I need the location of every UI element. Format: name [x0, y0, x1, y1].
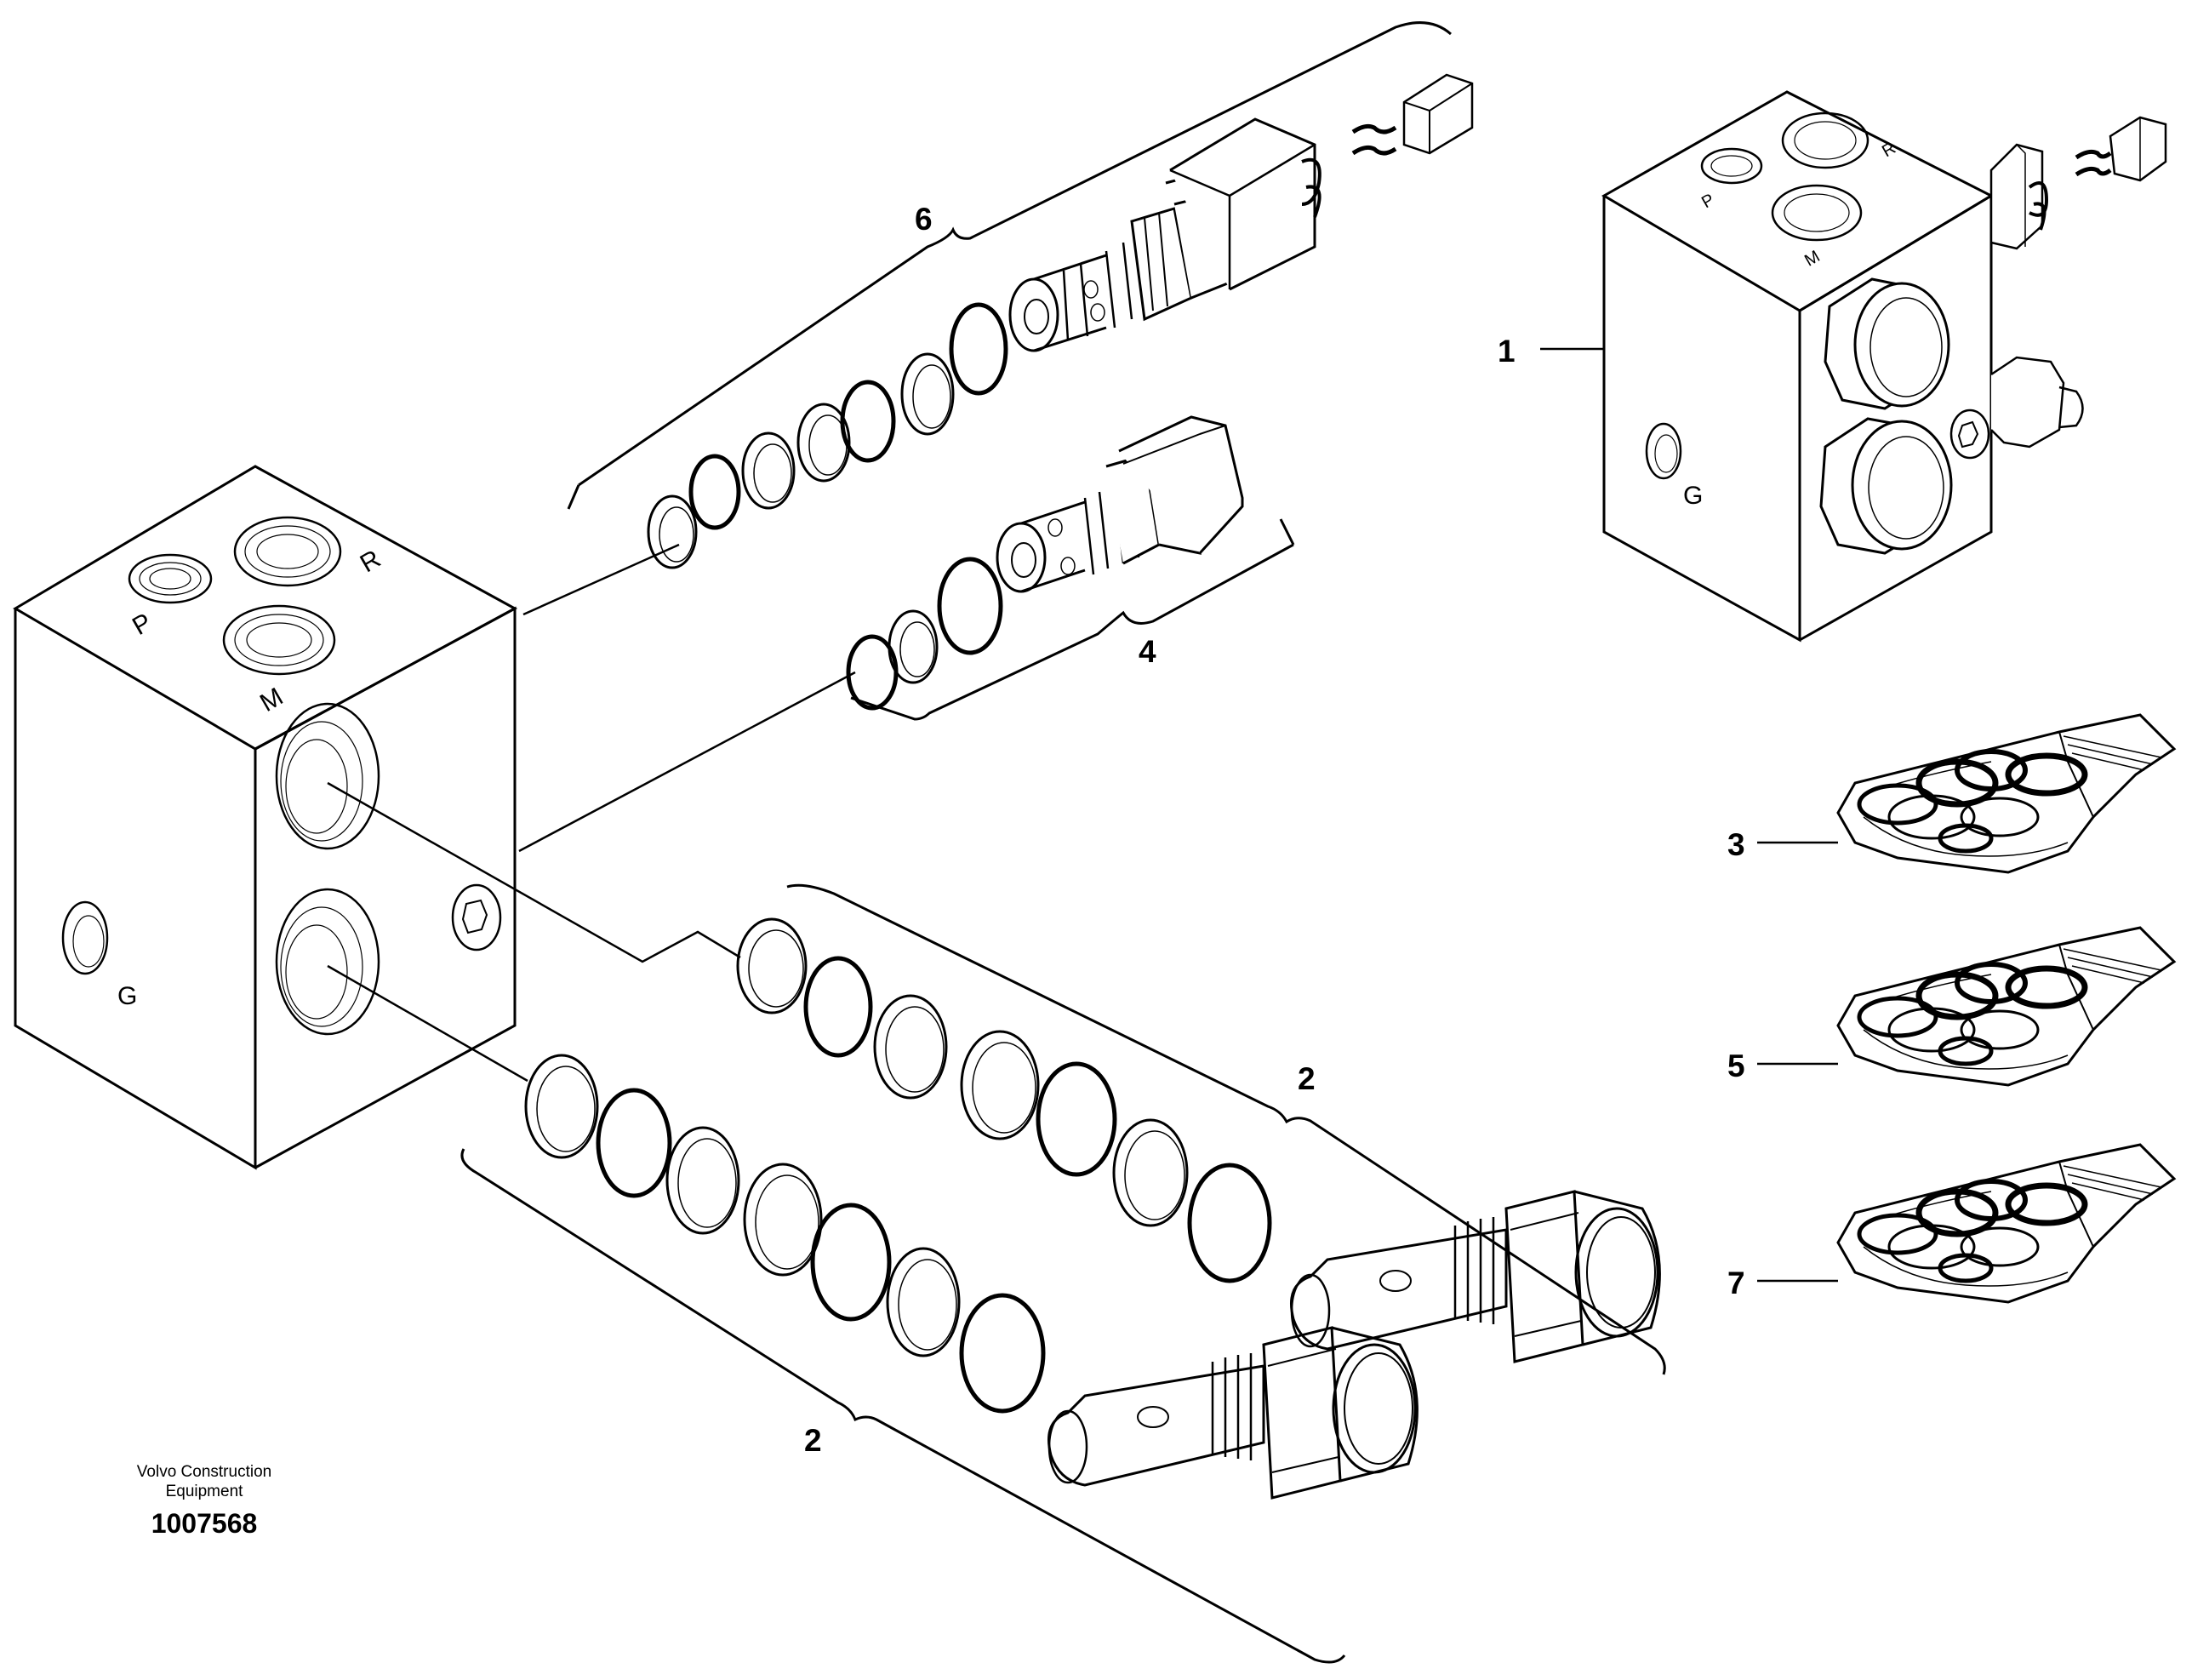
check-valve-plug-lower — [1047, 1326, 1419, 1500]
check-valve-plug-upper — [1290, 1190, 1661, 1363]
pressure-valve-cartridge — [846, 415, 1244, 711]
callout-5: 5 — [1727, 1049, 1745, 1083]
bracket-4 — [850, 518, 1295, 721]
seal-kit-7 — [1838, 1145, 2174, 1302]
callout-7: 7 — [1727, 1266, 1745, 1300]
callout-1: 1 — [1498, 334, 1516, 369]
bracket-6 — [567, 21, 1452, 510]
callout-2-lower: 2 — [804, 1423, 822, 1458]
manufacturer-name-line2: Equipment — [165, 1483, 243, 1500]
bracket-2-lower — [460, 1148, 1346, 1664]
valve-block-assembled — [1601, 90, 2167, 643]
callout-3: 3 — [1727, 827, 1745, 862]
manufacturer-name-line1: Volvo Construction — [136, 1463, 272, 1481]
solenoid-valve-cartridge — [647, 73, 1474, 569]
callout-4: 4 — [1139, 634, 1156, 669]
assembled-port-label-g: G — [1683, 482, 1703, 510]
seal-set-upper — [736, 917, 1272, 1283]
seal-set-lower — [524, 1054, 1046, 1414]
callout-2-upper: 2 — [1298, 1061, 1316, 1096]
manufacturer-block: Volvo Construction Equipment 1007568 — [94, 1462, 315, 1540]
valve-block-main — [13, 465, 518, 1170]
leader-6 — [522, 543, 680, 616]
seal-kit-5 — [1838, 928, 2174, 1085]
port-label-g: G — [117, 982, 137, 1010]
callout-6: 6 — [915, 202, 933, 237]
drawing-number: 1007568 — [151, 1508, 258, 1539]
seal-kit-3 — [1838, 715, 2174, 872]
leader-4 — [518, 671, 856, 853]
leader-2-lower — [327, 964, 528, 1083]
bracket-2-upper — [786, 883, 1666, 1375]
leader-2-upper — [327, 781, 741, 963]
